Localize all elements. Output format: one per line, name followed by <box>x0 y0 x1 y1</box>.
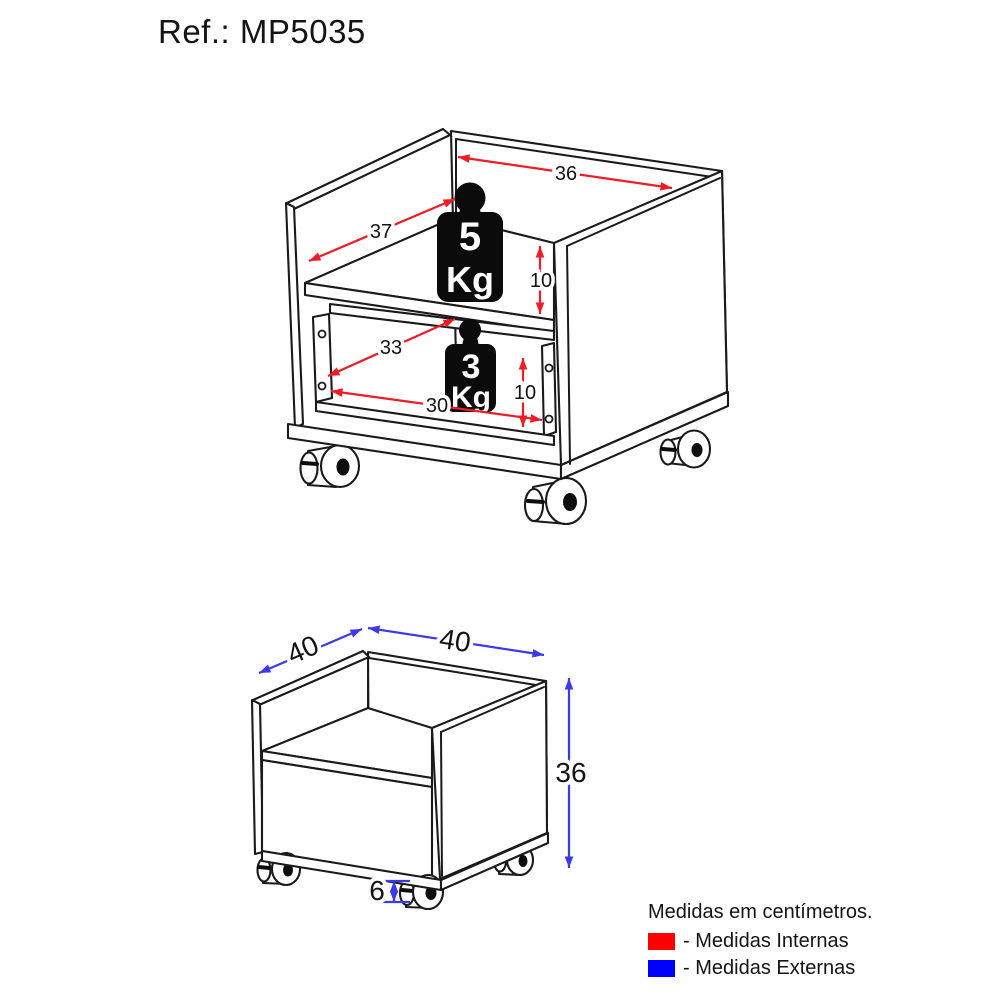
external-color-swatch <box>648 960 675 977</box>
page-title: Ref.: MP5035 <box>158 13 366 50</box>
legend-swatch-internal-icon <box>648 933 675 950</box>
screw-hole <box>317 329 327 339</box>
legend-item-external: - Medidas Externas <box>648 957 873 979</box>
screw-hole <box>544 363 554 373</box>
caster-front-left <box>299 443 361 489</box>
dim-width-label: 40 <box>437 623 473 658</box>
internal-dimension-arrows: 36 37 10 33 30 10 <box>308 154 673 427</box>
internal-color-swatch <box>648 933 675 950</box>
legend-title: Medidas em centímetros. <box>648 901 873 923</box>
weight-5kg-value: 5 <box>459 215 481 259</box>
dim-back-width-label: 36 <box>555 163 577 185</box>
dim-depth-label: 40 <box>282 629 323 670</box>
external-measurements-view: 40 40 36 6 <box>250 619 591 911</box>
legend-internal-label: - Medidas Internas <box>683 930 849 952</box>
legend-item-internal: - Medidas Internas <box>648 930 873 952</box>
weight-3kg-icon: 3 Kg <box>445 319 496 414</box>
right-panel <box>552 169 729 467</box>
internal-measurements-view: 5 Kg 3 Kg 36 37 10 33 <box>284 127 730 526</box>
caster-front-right <box>523 476 588 526</box>
weight-3kg-value: 3 <box>462 348 481 386</box>
dim-upper-height-label: 10 <box>530 270 552 292</box>
dim-caster-height-label: 6 <box>369 875 385 906</box>
dim-drawer-width-label: 30 <box>426 395 448 417</box>
screw-hole <box>317 381 327 391</box>
weight-5kg-unit: Kg <box>446 259 494 300</box>
screw-hole <box>544 414 554 424</box>
drawer-back-rail <box>328 302 556 342</box>
legend-external-label: - Medidas Externas <box>683 957 856 979</box>
dim-drawer-depth-label: 33 <box>380 337 402 359</box>
right-panel <box>430 679 549 881</box>
left-panel-front-edge <box>284 201 305 430</box>
dim-side-depth-label: 37 <box>370 221 392 243</box>
dim-drawer-height-label: 10 <box>514 382 536 404</box>
caster-back-right <box>659 429 712 469</box>
left-panel-top-edge <box>285 127 452 211</box>
drawer-bottom-board <box>314 400 556 447</box>
dim-height-label: 36 <box>555 757 586 788</box>
weight-5kg-icon: 5 Kg <box>437 182 503 302</box>
legend: Medidas em centímetros. - Medidas Intern… <box>648 901 873 986</box>
legend-swatch-external-icon <box>648 960 675 977</box>
drawer-left-rail <box>311 312 334 404</box>
